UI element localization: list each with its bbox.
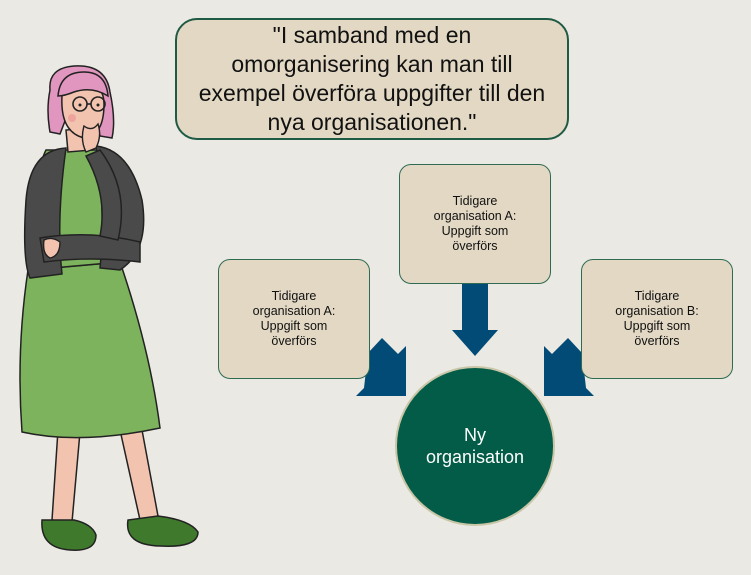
box-left-label: Tidigare organisation A: Uppgift som öve… <box>252 289 336 348</box>
quote-bubble: "I samband med en omorganisering kan man… <box>175 18 569 140</box>
arrow-down-icon <box>452 284 498 356</box>
previous-org-box-right: Tidigare organisation B: Uppgift som öve… <box>581 259 733 379</box>
previous-org-box-left: Tidigare organisation A: Uppgift som öve… <box>218 259 370 379</box>
new-organisation-label: Ny organisation <box>425 425 525 467</box>
box-top-label: Tidigare organisation A: Uppgift som öve… <box>433 194 517 253</box>
new-organisation-circle: Ny organisation <box>395 366 555 526</box>
box-right-label: Tidigare organisation B: Uppgift som öve… <box>615 289 699 348</box>
previous-org-box-top: Tidigare organisation A: Uppgift som öve… <box>399 164 551 284</box>
quote-text: "I samband med en omorganisering kan man… <box>198 22 546 135</box>
